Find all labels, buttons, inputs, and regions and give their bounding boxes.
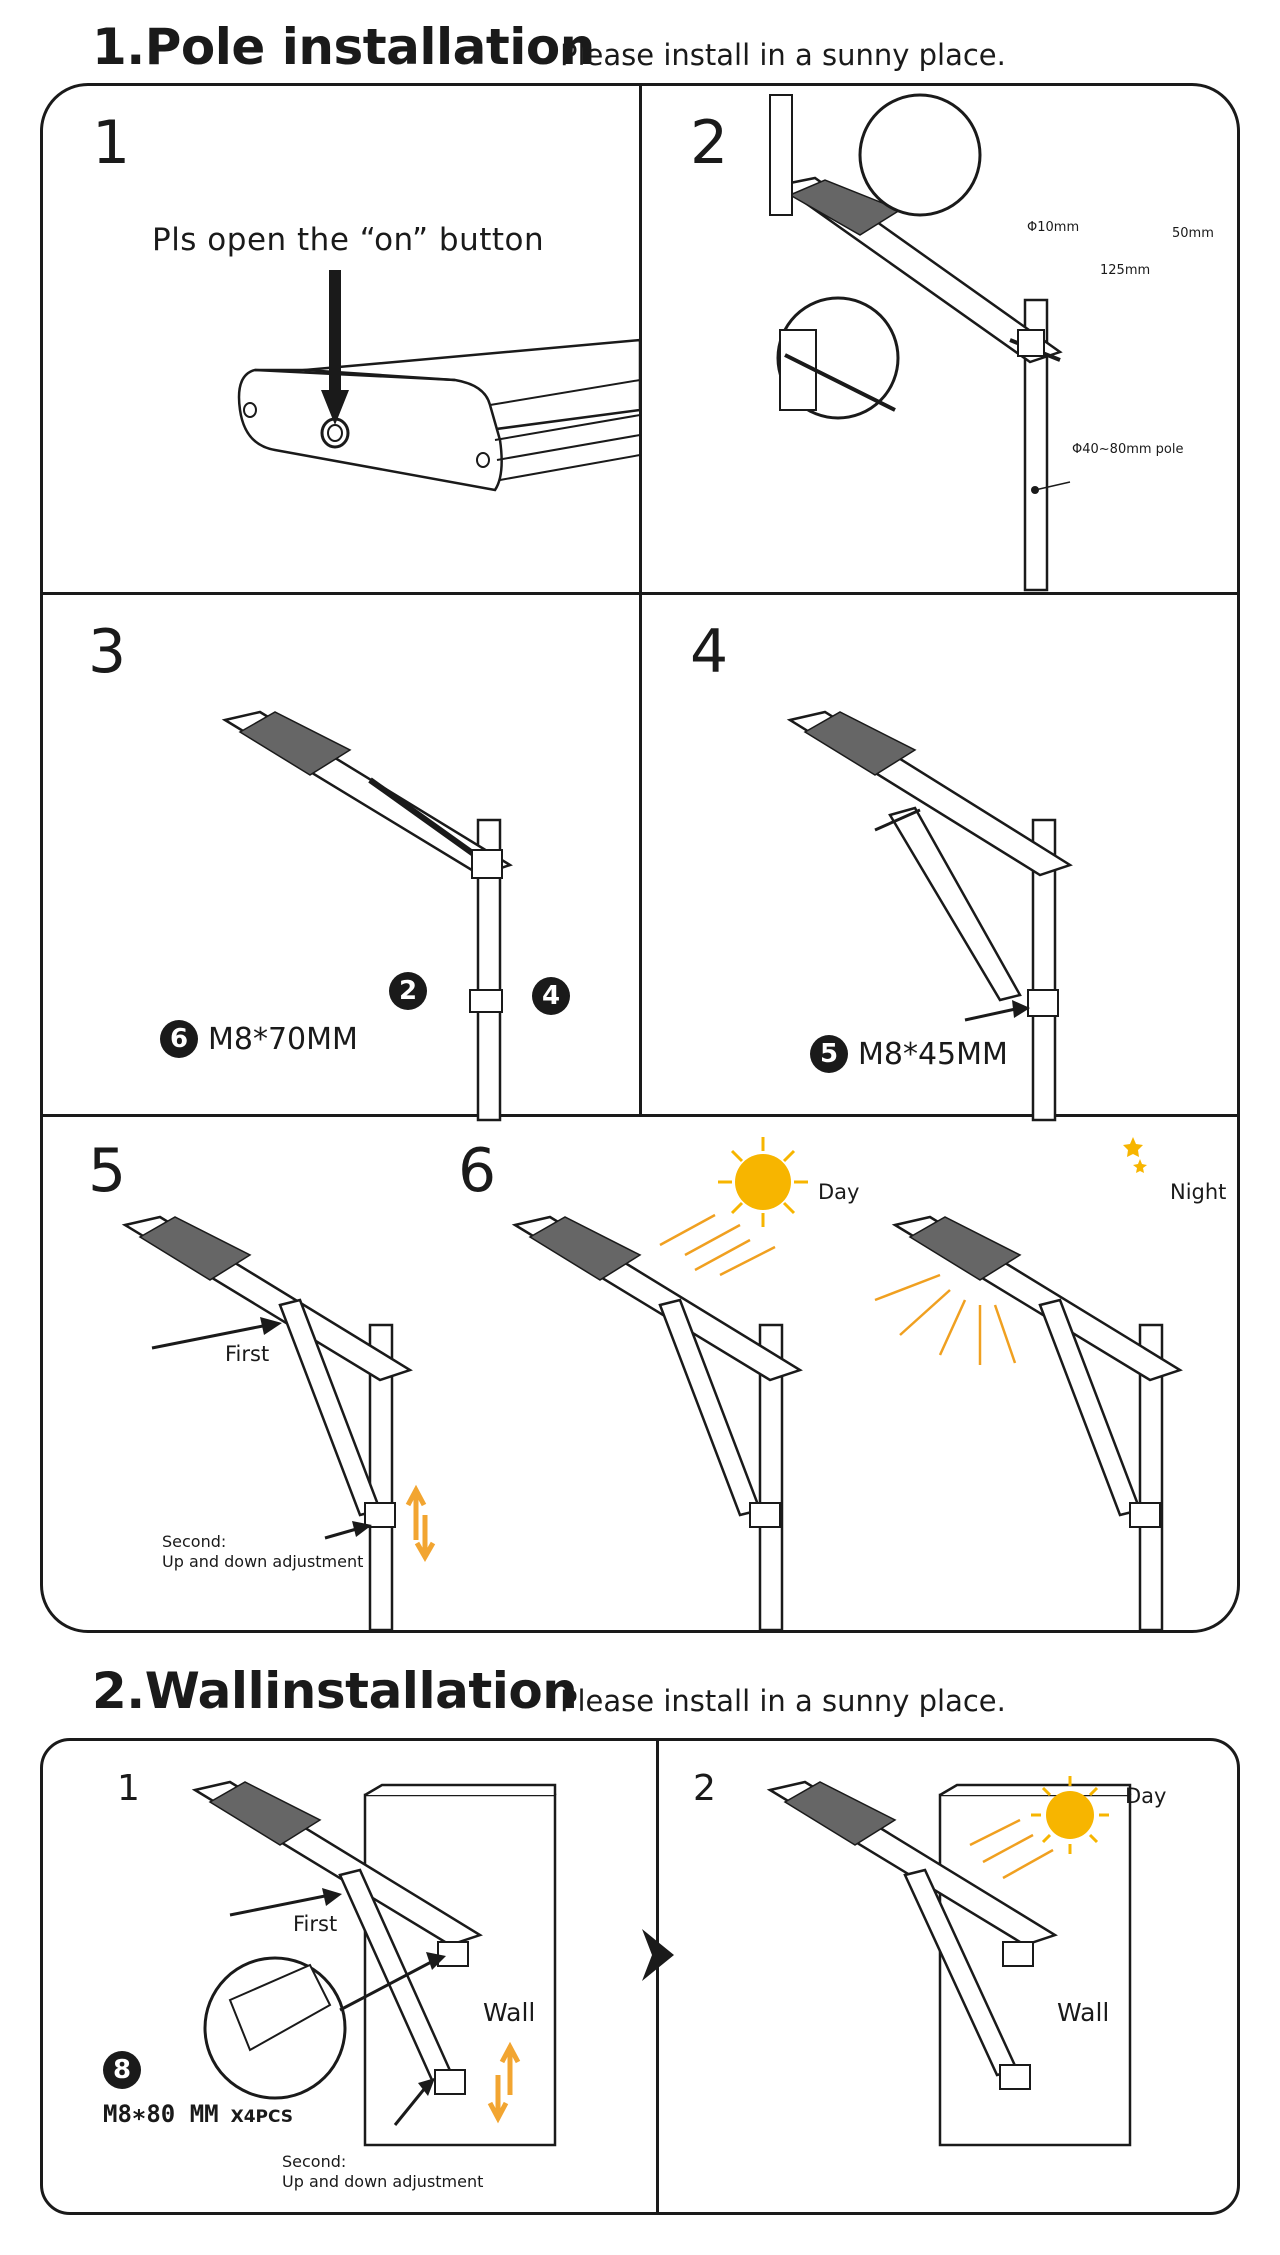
lamp-end-illustration (237, 270, 642, 492)
lamp-on-pole-illustration (221, 710, 513, 1122)
wall-mount-illustration (191, 1780, 557, 2147)
step2-horizontal-dim: 125mm (1100, 263, 1151, 278)
section1-subtitle: Please install in a sunny place. (560, 38, 1006, 72)
wall-step1-number: 1 (117, 1768, 140, 1809)
step5-second-label-line1: Second: (162, 1532, 227, 1551)
step3-spec-text: M8*70MM (208, 1021, 358, 1057)
step6-day-label: Day (818, 1180, 860, 1204)
wall-step1-spec-qty: X4PCS (230, 2107, 294, 2127)
wall-step2-wall-label: Wall (1057, 1998, 1110, 2027)
grid-divider-row1 (40, 592, 1240, 595)
wall-step1-first-label: First (293, 1912, 338, 1936)
wall-step1-second-label-line1: Second: (282, 2152, 347, 2171)
step4-spec-badge: 5 (810, 1035, 848, 1073)
step2-number: 2 (690, 108, 729, 178)
night-lamp-illustration (874, 1135, 1183, 1632)
day-lamp-illustration (511, 1137, 808, 1632)
wall-step1-wall-label: Wall (483, 1998, 536, 2027)
step5-second-label: Second: Up and down adjustment (162, 1532, 363, 1572)
grid-divider-row2 (40, 1114, 1240, 1117)
step1-caption: Pls open the “on” button (152, 222, 545, 258)
step3-marker-a: 2 (389, 972, 427, 1010)
wall-step2-day-label: Day (1125, 1784, 1167, 1808)
step2-hole-diameter: Φ10mm (1027, 220, 1080, 235)
step3-spec: 6 M8*70MM (160, 1020, 358, 1058)
step5-first-label: First (225, 1342, 270, 1366)
pole-mount-illustration (769, 93, 1071, 592)
step4-spec-text: M8*45MM (858, 1036, 1008, 1072)
step2-vertical-dim: 50mm (1172, 226, 1214, 241)
step3-marker-b: 4 (532, 977, 570, 1015)
wall-step1-spec-badge: 8 (103, 2051, 141, 2089)
step5-number: 5 (88, 1136, 127, 1206)
wall-step1-second-label-line2: Up and down adjustment (282, 2172, 484, 2191)
step2-pole-label: Φ40~80mm pole (1072, 442, 1184, 457)
section2-title: 2.Wallinstallation (92, 1662, 578, 1720)
grid-divider-vertical (639, 83, 642, 1116)
wall-grid-divider (656, 1738, 659, 2215)
wall-step1-spec: M8∗80 MM X4PCS (103, 2100, 293, 2128)
step5-second-label-line2: Up and down adjustment (162, 1552, 364, 1571)
step3-number: 3 (88, 617, 127, 687)
next-step-chevron-icon (642, 1929, 674, 1981)
step6-night-label: Night (1170, 1180, 1227, 1204)
wall-step1-second-label: Second: Up and down adjustment (282, 2152, 483, 2192)
wall-day-illustration (766, 1776, 1132, 2147)
section2-subtitle: Please install in a sunny place. (560, 1684, 1006, 1718)
step4-number: 4 (690, 617, 729, 687)
lamp-with-bracket-illustration (786, 710, 1073, 1122)
step6-number: 6 (458, 1136, 497, 1206)
wall-installation-frame (40, 1738, 1240, 2215)
wall-step2-number: 2 (693, 1768, 716, 1809)
section1-title: 1.Pole installation (92, 18, 595, 76)
step1-number: 1 (92, 108, 131, 178)
wall-step1-spec-text: M8∗80 MM (103, 2100, 219, 2128)
step4-spec: 5 M8*45MM (810, 1035, 1008, 1073)
adjustment-illustration (121, 1215, 436, 1632)
step3-spec-badge: 6 (160, 1020, 198, 1058)
